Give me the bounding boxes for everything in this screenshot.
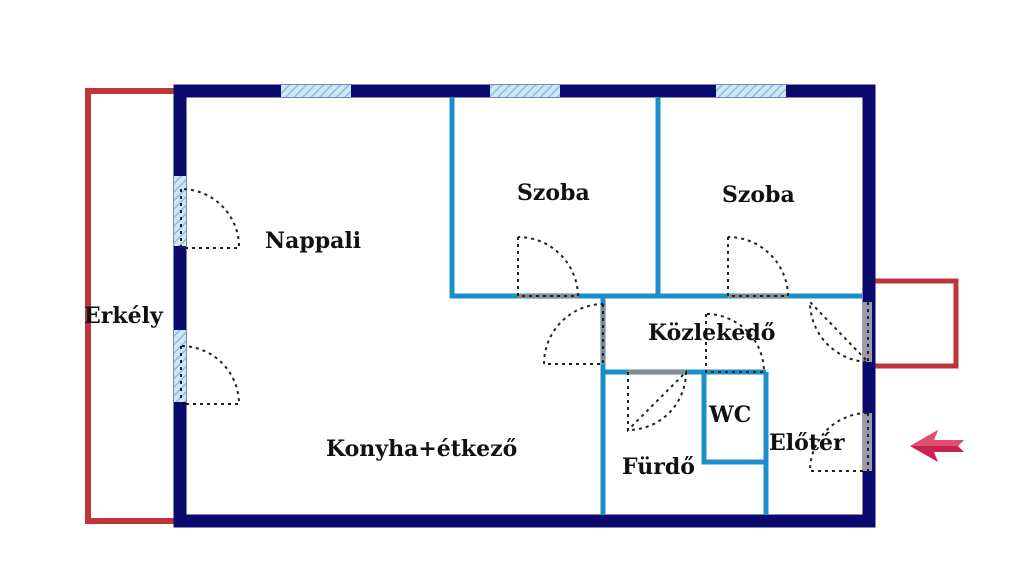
- door-konyha: [542, 303, 604, 365]
- door-balcony-top: [180, 188, 241, 249]
- arrow-left-icon: [910, 430, 964, 462]
- door-szoba-2: [727, 236, 790, 297]
- window-nappali: [281, 85, 351, 97]
- window-szoba-1: [490, 85, 560, 97]
- window-szoba-2: [716, 85, 786, 97]
- room-label-szoba-1: Szoba: [517, 180, 590, 206]
- balcony-outline: [85, 88, 178, 524]
- balcony-door-opening-bottom: [174, 330, 186, 402]
- room-label-eloter: Előtér: [769, 430, 845, 456]
- inner-walls: [449, 97, 862, 515]
- room-label-szoba-2: Szoba: [722, 182, 795, 208]
- door-furdo: [627, 369, 688, 433]
- room-label-konyha: Konyha+étkező: [326, 436, 517, 462]
- room-label-furdo: Fürdő: [622, 454, 695, 480]
- entrance-porch-outline: [868, 278, 959, 369]
- door-entrance-bottom: [808, 412, 869, 472]
- door-swings: [180, 188, 869, 472]
- room-label-nappali: Nappali: [265, 228, 361, 254]
- door-szoba-1: [517, 236, 580, 297]
- room-label-wc: WC: [708, 402, 751, 428]
- door-wc: [705, 313, 766, 373]
- room-label-kozlekedo: Közlekedő: [648, 320, 775, 346]
- door-entrance-top: [808, 299, 869, 365]
- door-balcony-bottom: [180, 345, 241, 405]
- room-label-erkely: Erkély: [84, 303, 164, 329]
